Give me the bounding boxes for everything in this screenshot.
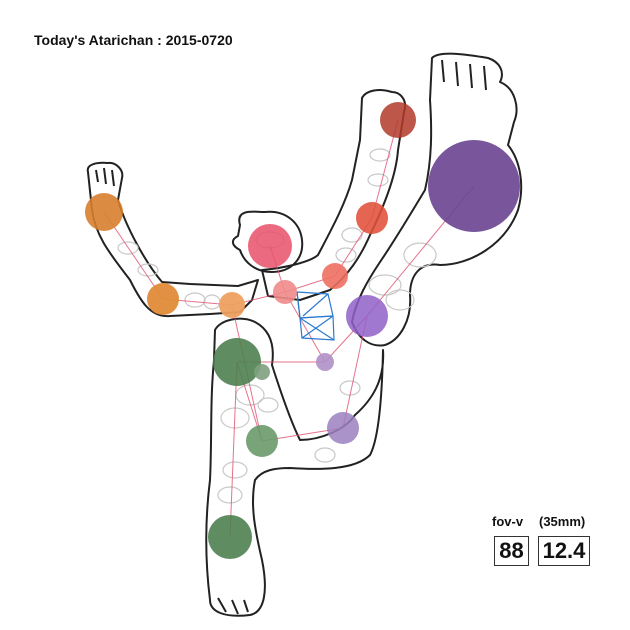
left-arm-outline	[86, 161, 259, 318]
page-title: Today's Atarichan : 2015-0720	[34, 32, 233, 48]
right-knee-joint	[327, 412, 359, 444]
support-foot-toes	[217, 597, 249, 615]
right-arm-outline	[261, 89, 406, 301]
left-shoulder-joint	[219, 292, 245, 318]
lens-value-box[interactable]: 12.4	[538, 536, 590, 566]
ghost-markers	[117, 148, 437, 504]
left-hip-joint	[213, 338, 261, 386]
left-hand-joint	[85, 193, 123, 231]
pelvis-joint	[316, 353, 334, 371]
joint-markers	[85, 102, 520, 559]
right-shoulder-joint	[322, 263, 348, 289]
left-hip-small-joint	[254, 364, 270, 380]
right-hip-joint	[346, 295, 388, 337]
right-hand-joint	[380, 102, 416, 138]
fov-label: fov-v	[492, 514, 524, 529]
left-hand-fingers	[95, 167, 115, 187]
head-joint	[248, 224, 292, 268]
raised-foot-toes	[441, 59, 487, 91]
raised-leg-outline	[351, 52, 523, 347]
right-elbow-joint	[356, 202, 388, 234]
left-elbow-joint	[147, 283, 179, 315]
left-foot-joint	[208, 515, 252, 559]
skeleton-bones	[103, 119, 475, 538]
neck-joint	[273, 280, 297, 304]
left-knee-joint	[246, 425, 278, 457]
fov-value-box[interactable]: 88	[494, 536, 529, 566]
lower-body-outline	[205, 317, 385, 617]
camera-wireframe	[296, 291, 335, 341]
right-foot-joint	[428, 140, 520, 232]
body-outline	[86, 52, 523, 617]
lens-label: (35mm)	[539, 514, 586, 529]
